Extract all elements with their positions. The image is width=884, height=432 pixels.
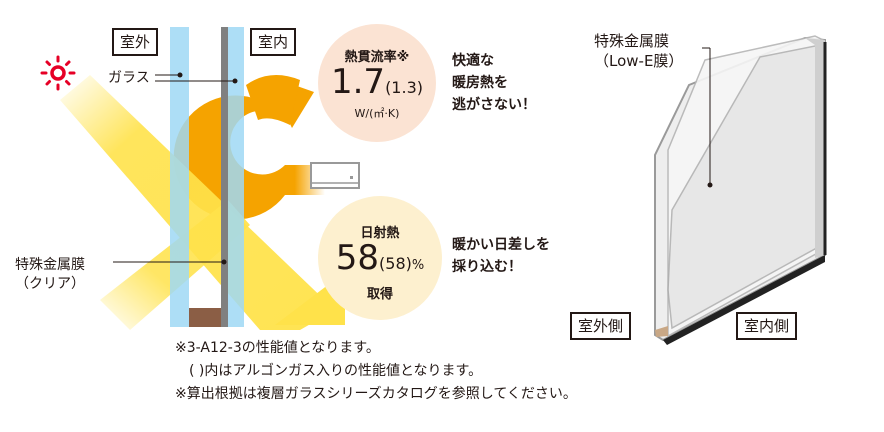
inner-glass-pane <box>228 27 244 327</box>
solar-gain-title: 日射熱 <box>360 226 400 241</box>
sun-icon <box>40 55 76 91</box>
footnote: ※算出根拠は複層ガラスシリーズカタログを参照してください。 <box>175 386 577 402</box>
u-value-argon: (1.3) <box>385 78 423 97</box>
sunlight-beam-in <box>60 75 335 330</box>
u-value-title: 熱貫流率※ <box>344 50 410 65</box>
clear-coating-label: 特殊金属膜 <box>15 257 85 273</box>
solar-caption-line: 採り込む！ <box>452 259 522 275</box>
spacer <box>189 308 221 327</box>
solar-gain-unit: % <box>411 258 425 273</box>
u-value-caption: 快適な 暖房熱を 逃がさない！ <box>452 50 536 116</box>
solar-gain-caption: 暖かい日差しを 採り込む！ <box>452 234 550 278</box>
footnote: ※3-A12-3の性能値となります。 <box>175 340 380 356</box>
low-e-coating-label: 特殊金属膜 <box>594 32 670 50</box>
clear-coating-sublabel: （クリア） <box>15 276 85 292</box>
outdoor-side-label: 室外側 <box>570 312 632 340</box>
u-value-unit: W/(㎡·K) <box>354 107 400 120</box>
indoor-side-label: 室内側 <box>736 312 798 340</box>
heat-arrow-icon <box>173 75 325 220</box>
solar-gain-number: 58 <box>335 238 380 278</box>
solar-gain-badge: 日射熱 58(58)% 取得 <box>318 196 442 320</box>
solar-gain-argon: (58) <box>379 254 412 273</box>
indoor-label: 室内 <box>250 28 297 56</box>
u-caption-line: 快適な <box>452 53 494 69</box>
footnote: ( )内はアルゴンガス入りの性能値となります。 <box>175 363 483 379</box>
outer-glass-pane <box>170 27 189 327</box>
coating-layer <box>221 27 228 327</box>
solar-caption-line: 暖かい日差しを <box>452 237 550 253</box>
heater-icon <box>310 162 360 189</box>
u-caption-line: 暖房熱を <box>452 75 508 91</box>
u-caption-line: 逃がさない！ <box>452 97 536 113</box>
glass-label: ガラス <box>108 70 150 86</box>
outdoor-label: 室外 <box>112 28 159 56</box>
double-glazing-illustration <box>654 35 827 345</box>
solar-gain-subtitle: 取得 <box>366 287 393 302</box>
u-value-number: 1.7 <box>330 62 386 102</box>
footnotes: ※3-A12-3の性能値となります。 ( )内はアルゴンガス入りの性能値となりま… <box>175 337 577 406</box>
u-value-badge: 熱貫流率※ 1.7(1.3) W/(㎡·K) <box>318 24 436 142</box>
low-e-coating-sublabel: （Low-E膜） <box>594 52 684 70</box>
